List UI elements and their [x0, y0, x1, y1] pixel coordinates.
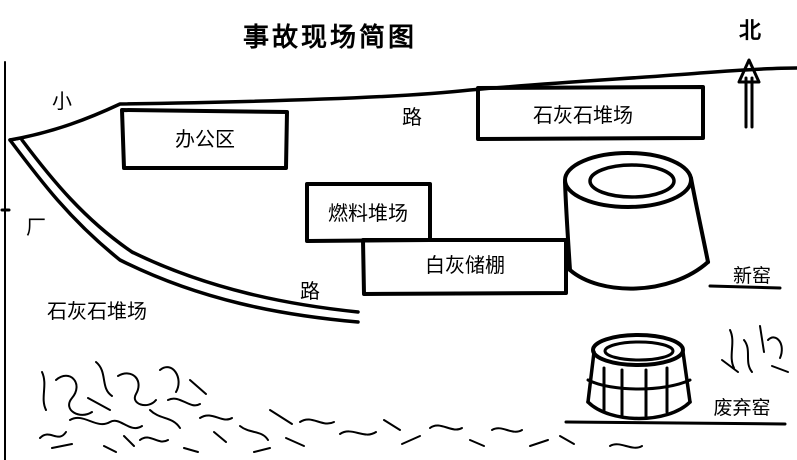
- lime-storage-shed-label: 白灰储棚: [425, 253, 505, 277]
- road-char-chang: 厂: [26, 215, 46, 239]
- road-char-xiao: 小: [52, 89, 72, 113]
- fuel-yard: 燃料堆场: [305, 182, 432, 243]
- office-area-label: 办公区: [175, 127, 235, 151]
- limestone-yard-right-label: 石灰石堆场: [533, 103, 633, 127]
- compass-label: 北: [739, 19, 761, 44]
- limestone-yard-left-label: 石灰石堆场: [47, 299, 147, 323]
- abandoned-kiln-ground-line: [564, 420, 787, 426]
- factory-road: [8, 136, 360, 324]
- limestone-scribbles: [39, 361, 643, 453]
- new-kiln-ground-line: [708, 284, 782, 290]
- left-margin-line: [0, 61, 11, 460]
- diagram-title: 事故现场简图: [243, 22, 417, 53]
- new-kiln-label: 新窑: [733, 265, 771, 287]
- abandoned-kiln-icon: [586, 333, 692, 421]
- office-area: 办公区: [120, 108, 289, 170]
- kiln-icon: [563, 151, 710, 291]
- north-arrow-icon: [737, 58, 761, 129]
- road-top-edge: [8, 66, 797, 142]
- right-scribbles: [721, 325, 789, 373]
- fuel-yard-label: 燃料堆场: [328, 201, 408, 225]
- abandoned-kiln-label: 废弃窑: [713, 397, 770, 419]
- road-char-lu-bottom: 路: [300, 279, 320, 303]
- limestone-yard-right: 石灰石堆场: [476, 85, 705, 141]
- road-char-lu-top: 路: [402, 105, 422, 129]
- lime-storage-shed: 白灰储棚: [361, 238, 568, 296]
